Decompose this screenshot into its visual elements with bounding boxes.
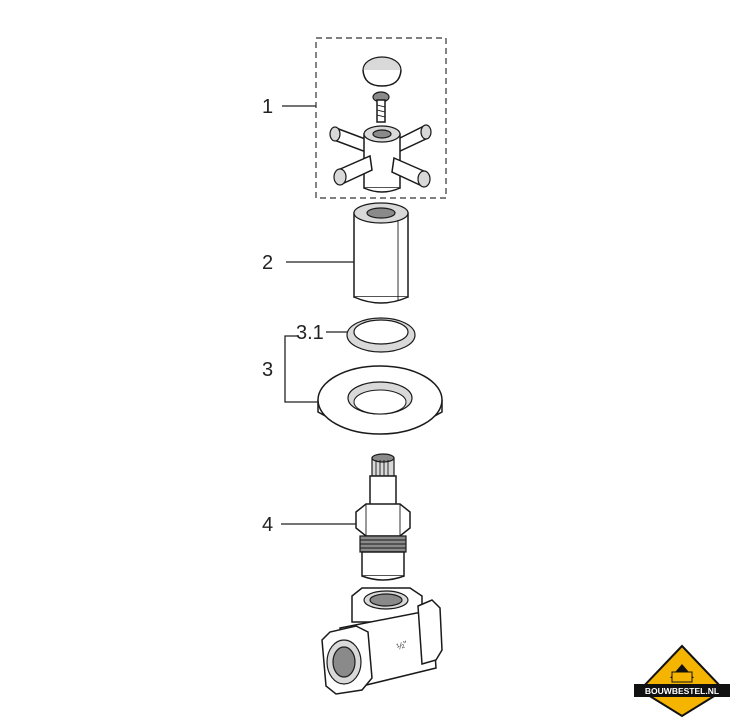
leader-lines [281,105,356,525]
bouwbestel-logo: BOUWBESTEL.NL [634,644,730,718]
part-1-group [315,37,447,199]
label-part-2: 2 [262,252,273,274]
cap-icon [362,56,402,87]
o-ring-icon [346,317,416,353]
cross-handle-icon [329,124,432,193]
leader-bracket-3 [284,335,318,403]
valve-body-icon: ½" [321,587,443,695]
cartridge-icon [355,453,411,581]
label-part-4: 4 [262,514,273,536]
logo-text: BOUWBESTEL.NL [645,686,719,696]
dashed-group-box [315,37,447,199]
screw-icon [372,91,390,123]
label-part-3-1: 3.1 [296,322,324,344]
sleeve-icon [353,202,409,304]
label-part-1: 1 [262,96,273,118]
rosette-icon [317,365,443,435]
svg-text:½": ½" [395,639,408,652]
label-part-3: 3 [262,359,273,381]
logo-band [634,684,730,697]
